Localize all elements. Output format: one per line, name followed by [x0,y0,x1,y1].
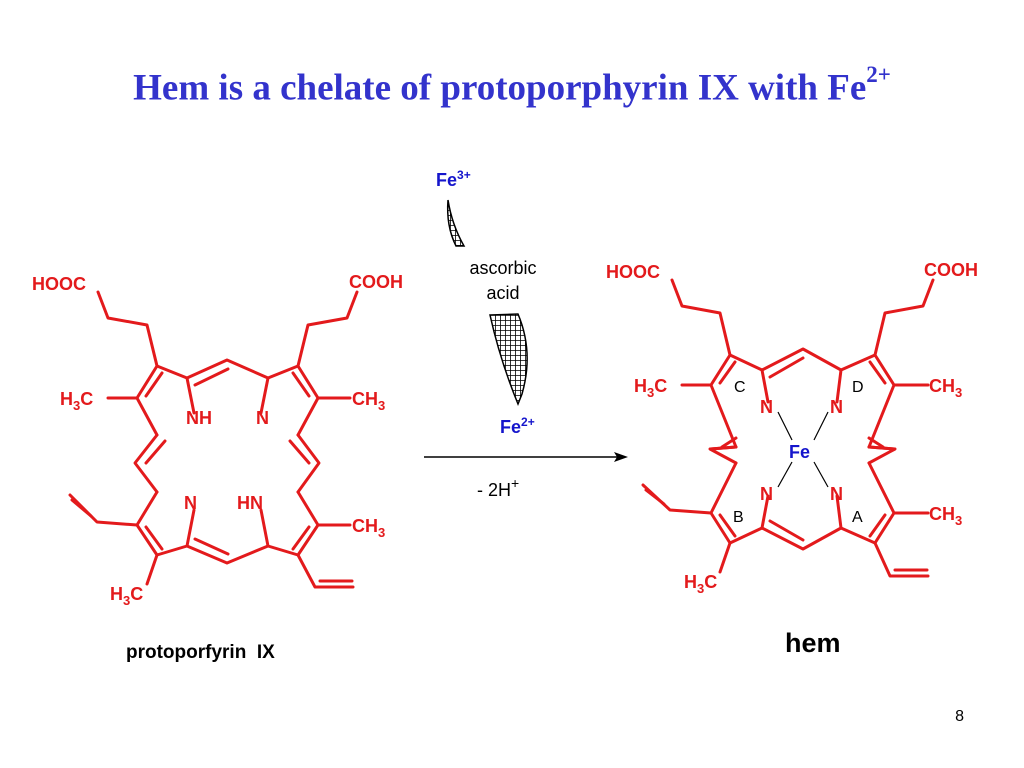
pp-n-bottom-left: N [184,493,197,513]
fe2-ion: Fe2+ [500,415,535,437]
protoporphyrin-structure [68,290,359,589]
pp-methyl-right-top: CH3 [352,389,385,413]
pp-cooh-right: COOH [349,272,403,292]
hem-fe-coordination [777,411,829,488]
hem-methyl-right-bottom: CH3 [929,504,962,528]
pp-name: protoporfyrin IX [126,642,275,663]
hem-structure [641,278,935,578]
byproduct: - 2H+ [477,475,519,500]
hem-cooh-right: COOH [924,260,978,280]
hem-n-d: N [830,397,843,417]
reaction-arrowhead [614,452,628,462]
reductant-line1: ascorbic [469,258,536,278]
hem-labels: HOOC COOH H3C CH3 CH3 H3C N N N N Fe C D… [606,260,978,658]
ring-label-b: B [733,509,744,526]
page-number: 8 [955,708,964,725]
curved-arrow-upper [446,199,466,247]
hem-methyl-bottom: H3C [684,572,717,596]
hem-methyl-left: H3C [634,376,667,400]
slide-title-text: Hem is a chelate of protoporphyrin IX wi… [133,67,867,109]
pp-cooh-left: HOOC [32,274,86,294]
hem-n-b: N [760,484,773,504]
slide-title-superscript: 2+ [866,62,891,87]
protoporphyrin-labels: HOOC COOH H3C CH3 CH3 H3C NH N N HN prot… [32,272,403,663]
hem-methyl-right-top: CH3 [929,376,962,400]
pp-hn-bottom-right: HN [237,493,263,513]
reductant-line2: acid [486,283,519,303]
pp-methyl-left-bottom: H3C [110,584,143,608]
ring-label-a: A [852,509,863,526]
pp-methyl-left-top: H3C [60,389,93,413]
pp-nh-top-left: NH [186,408,212,428]
slide-title: Hem is a chelate of protoporphyrin IX wi… [0,62,1024,109]
ring-label-d: D [852,379,864,396]
hem-n-a: N [830,484,843,504]
curved-arrow-lower [489,313,528,407]
reaction-center: Fe3+ ascorbic acid Fe2+ - 2H+ [424,168,628,500]
hem-iron: Fe [789,442,810,462]
ring-label-c: C [734,379,746,396]
hem-name: hem [785,628,841,658]
fe3-ion: Fe3+ [436,168,471,190]
hem-cooh-left: HOOC [606,262,660,282]
hem-n-c: N [760,397,773,417]
pp-methyl-right-bottom: CH3 [352,516,385,540]
pp-n-top-right: N [256,408,269,428]
